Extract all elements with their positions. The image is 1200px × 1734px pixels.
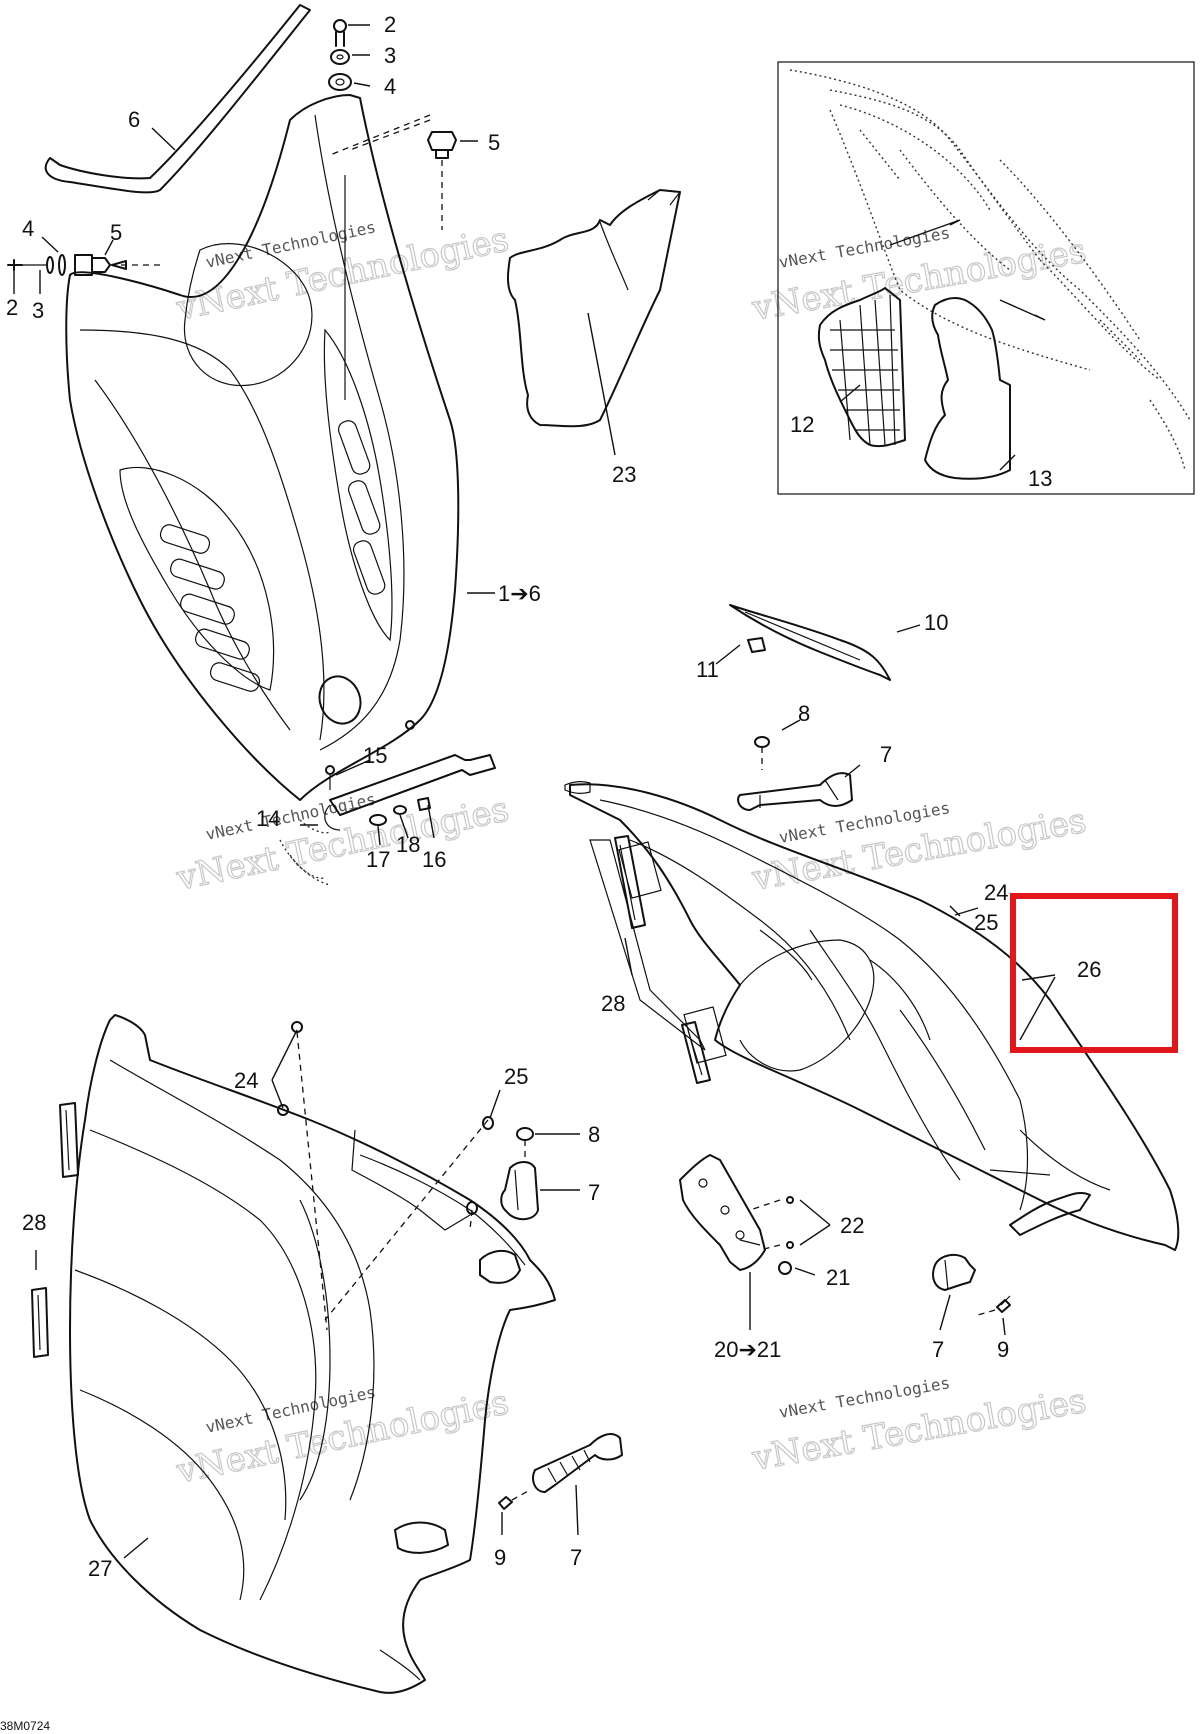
callout-labels: 2 3 4 5 6 4 5 2 3 23 12 13 1➔6 10 11 8 7… [6, 12, 1101, 1581]
watermark-top-left: vNext Technologies vNext Technologies [172, 217, 513, 329]
callout-18: 18 [396, 832, 420, 857]
callout-28-right: 28 [601, 991, 625, 1016]
part-27-lower-left-panel [69, 1014, 556, 1694]
callout-4-side: 4 [22, 216, 34, 241]
callout-7-mid: 7 [880, 742, 892, 767]
part-7-handle-lower-right [932, 1253, 976, 1291]
watermark-mid-left: vNext Technologies vNext Technologies [172, 789, 513, 900]
watermark-mid-right: vNext Technologies vNext Technologies [748, 798, 1090, 900]
callout-8-mid: 8 [798, 701, 810, 726]
callout-3-top: 3 [384, 43, 396, 68]
part-28-strips-right [614, 835, 711, 1084]
callout-23: 23 [612, 462, 636, 487]
part-11-clip [747, 637, 766, 653]
part-24-25-left-fasteners [277, 1021, 494, 1331]
part-1-upper-side-panel [65, 94, 460, 801]
callout-21: 21 [826, 1265, 850, 1290]
watermark-top-right: vNext Technologies vNext Technologies [748, 223, 1090, 330]
callout-16: 16 [422, 847, 446, 872]
callout-25-right: 25 [974, 910, 998, 935]
part-6-strap [44, 4, 311, 194]
highlight-box-26 [1010, 893, 1178, 1053]
part-7-handle-bottom [532, 1433, 623, 1493]
callout-17: 17 [366, 847, 390, 872]
callout-5-side: 5 [110, 220, 122, 245]
part-7-handle-left [500, 1161, 539, 1221]
callout-1-6: 1➔6 [498, 581, 541, 606]
callout-8-left: 8 [588, 1122, 600, 1147]
callout-15: 15 [363, 743, 387, 768]
inset-detail-box [777, 61, 1195, 495]
part-9-screw-lower-right [977, 1295, 1011, 1316]
callout-5-top: 5 [488, 130, 500, 155]
callout-7-bottom: 7 [570, 1545, 582, 1570]
callout-11: 11 [696, 657, 719, 682]
callout-10: 10 [924, 610, 948, 635]
callout-3-side: 3 [32, 298, 44, 323]
callout-6: 6 [128, 107, 140, 132]
bracket-14-assembly [279, 720, 496, 886]
callout-14: 14 [256, 806, 280, 831]
callout-28-left: 28 [22, 1210, 46, 1235]
part-23-foam-insulation [507, 189, 681, 428]
callout-24-right: 24 [984, 880, 1008, 905]
part-7-handle-mid [737, 772, 853, 811]
part-10-trim [729, 604, 891, 681]
callout-2-top: 2 [384, 12, 396, 37]
hardware-side-stack [7, 254, 165, 276]
callout-25-left: 25 [504, 1064, 528, 1089]
drawing-code: 38M0724 [0, 1719, 50, 1733]
watermark-bottom-right: vNext Technologies vNext Technologies [748, 1373, 1090, 1480]
callout-26: 26 [1077, 957, 1101, 982]
callout-27: 27 [88, 1556, 112, 1581]
callout-2-side: 2 [6, 295, 18, 320]
part-8-rivet-mid [754, 736, 770, 770]
callout-7-lower-right: 7 [932, 1337, 944, 1362]
callout-12: 12 [790, 412, 814, 437]
part-8-rivet-left [516, 1127, 534, 1162]
leader-lines [13, 24, 1056, 1559]
callout-4-top: 4 [384, 74, 396, 99]
callout-20-21: 20➔21 [714, 1337, 781, 1362]
callout-9-lower-right: 9 [997, 1337, 1009, 1362]
callout-9-bottom: 9 [494, 1545, 506, 1570]
part-9-screw-bottom [498, 1489, 531, 1510]
part-28-strips-left [31, 1102, 79, 1358]
watermark-bottom-left: vNext Technologies vNext Technologies [172, 1382, 513, 1493]
hardware-bolt-5 [329, 114, 457, 230]
callout-24-left: 24 [234, 1068, 258, 1093]
callout-7-left: 7 [588, 1180, 600, 1205]
callout-13: 13 [1028, 466, 1052, 491]
callout-22: 22 [840, 1213, 864, 1238]
hardware-top-stack [328, 19, 352, 91]
bracket-20-assembly [679, 1154, 794, 1275]
